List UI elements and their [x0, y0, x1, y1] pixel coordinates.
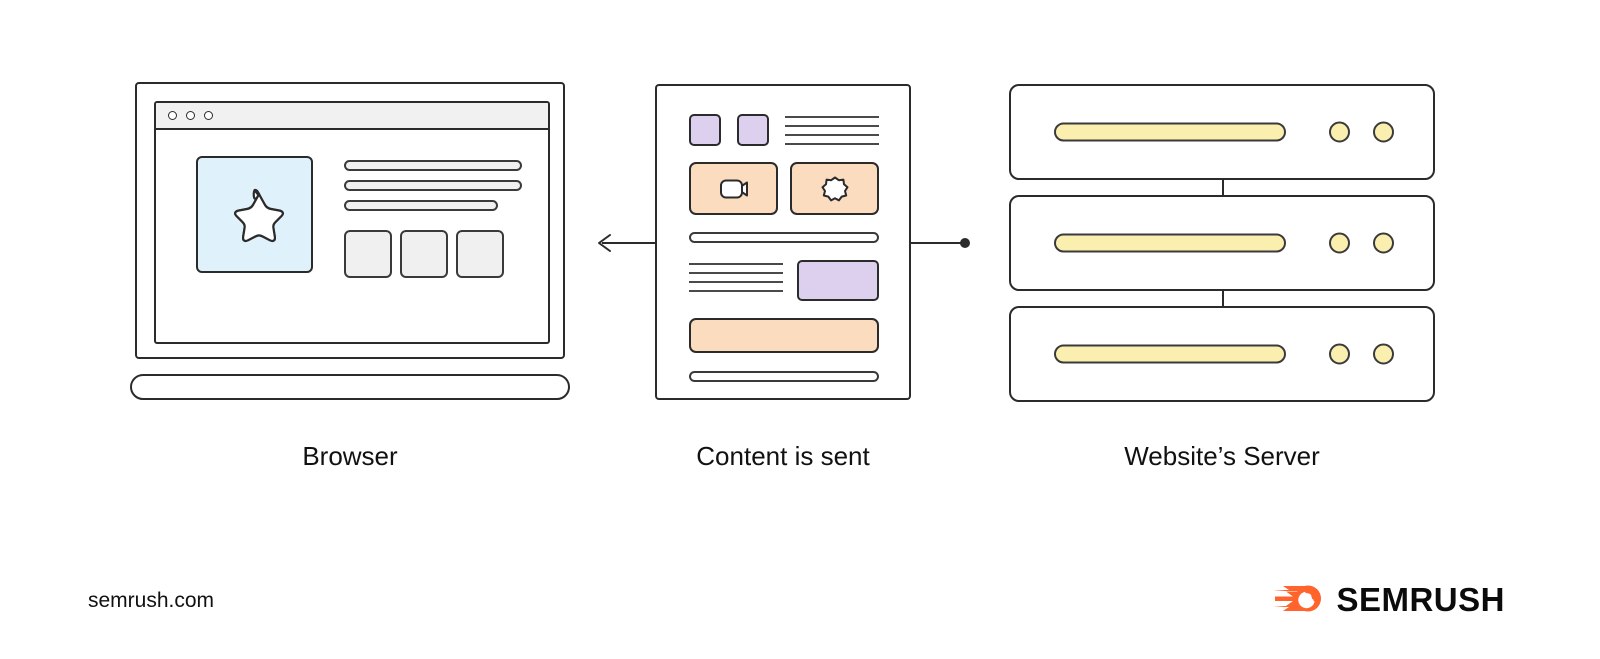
window-dot-icon — [168, 111, 177, 120]
connector-server-to-content — [909, 238, 970, 248]
tile — [344, 230, 392, 278]
hairline — [785, 134, 879, 136]
laptop-screen-shell — [135, 82, 565, 359]
text-line-group — [344, 160, 522, 211]
server-connector — [1222, 180, 1224, 195]
server-unit — [1009, 84, 1435, 180]
doc-row-1 — [689, 114, 879, 146]
browser-window — [154, 101, 550, 344]
doc-row-2 — [689, 162, 879, 215]
server-connector — [1222, 291, 1224, 306]
hairline — [689, 263, 783, 265]
caption-browser: Browser — [302, 441, 398, 471]
hero-image-placeholder — [196, 156, 313, 273]
hairline — [689, 272, 783, 274]
server-stack-illustration — [1009, 84, 1435, 402]
semrush-brand: SEMRUSH — [1273, 582, 1505, 616]
hairline — [689, 290, 783, 292]
browser-content-area — [156, 130, 548, 342]
tile — [400, 230, 448, 278]
thumbnail-square — [689, 114, 721, 146]
media-card — [790, 162, 879, 215]
divider-pill — [689, 371, 879, 382]
browser-illustration — [130, 82, 570, 407]
server-led-icon — [1329, 121, 1350, 143]
thumbnail-square — [737, 114, 769, 146]
semrush-wordmark: SEMRUSH — [1336, 580, 1505, 618]
callout-bar — [689, 318, 879, 353]
text-line — [344, 200, 498, 211]
window-dot-icon — [204, 111, 213, 120]
server-slot-bar — [1054, 122, 1286, 142]
window-dot-icon — [186, 111, 195, 120]
server-unit — [1009, 195, 1435, 291]
hairline — [689, 281, 783, 283]
hairline-group — [689, 260, 783, 292]
caption-content: Content is sent — [696, 441, 870, 471]
laptop-base — [130, 374, 570, 400]
hairline-group — [785, 114, 879, 145]
server-led-icon — [1373, 343, 1394, 365]
text-line — [344, 180, 522, 191]
text-line — [344, 160, 522, 171]
browser-titlebar — [156, 103, 548, 130]
video-camera-icon — [719, 179, 748, 198]
footer-url: semrush.com — [88, 589, 215, 612]
document-body — [689, 114, 879, 382]
image-block — [797, 260, 879, 301]
hairline — [785, 143, 879, 145]
server-slot-bar — [1054, 344, 1286, 364]
starburst-badge-icon — [821, 176, 848, 201]
connector-endpoint-dot — [960, 238, 970, 248]
content-document-illustration — [655, 84, 911, 400]
server-led-icon — [1329, 343, 1350, 365]
server-slot-bar — [1054, 233, 1286, 253]
connector-content-to-browser — [598, 234, 658, 252]
doc-row-3 — [689, 260, 879, 301]
hairline — [785, 125, 879, 127]
caption-server: Website’s Server — [1124, 441, 1320, 471]
tile-group — [344, 230, 504, 278]
divider-pill — [689, 232, 879, 243]
server-led-icon — [1373, 121, 1394, 143]
hairline — [785, 116, 879, 118]
server-led-icon — [1329, 232, 1350, 254]
star-icon — [233, 188, 284, 242]
server-led-icon — [1373, 232, 1394, 254]
tile — [456, 230, 504, 278]
media-card — [689, 162, 778, 215]
semrush-comet-logo — [1273, 585, 1322, 612]
server-unit — [1009, 306, 1435, 402]
